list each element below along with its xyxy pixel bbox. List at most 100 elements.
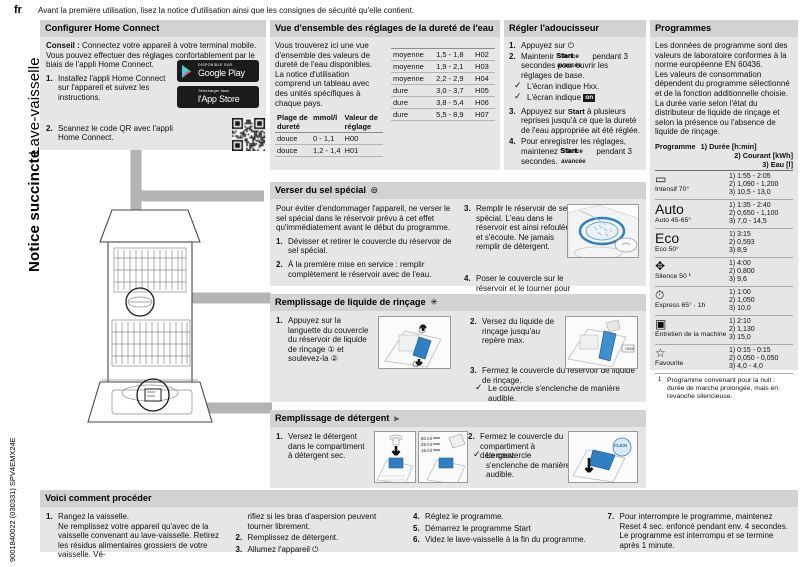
detergent-pour-illustration bbox=[374, 431, 416, 483]
hardness-cell-mmol: 2,2 - 2,9 bbox=[434, 72, 474, 85]
check-icon: ✓ bbox=[473, 449, 481, 459]
step-number: 2. bbox=[46, 123, 53, 133]
footnote-marker: 1 bbox=[658, 376, 662, 383]
list-item: ✓L'écran indique on bbox=[509, 91, 641, 103]
qr-code[interactable] bbox=[232, 118, 265, 151]
rinse-check-3: Le couvercle s'enclenche de manière audi… bbox=[488, 384, 620, 403]
salt-step-2: À la première mise en service : remplir … bbox=[288, 259, 432, 279]
detergent-title-bar: Remplissage de détergent ⫸ bbox=[270, 410, 646, 427]
step-number: 2. bbox=[276, 259, 283, 269]
programme-duration: 1) 1:35 - 2:40 bbox=[729, 201, 771, 209]
programme-power: 2) 1,130 bbox=[729, 325, 755, 333]
programme-water: 3) 15,0 bbox=[729, 333, 751, 341]
salt-reservoir-illustration bbox=[567, 204, 639, 258]
list-item: 1.Versez le détergent dans le compartime… bbox=[276, 432, 370, 461]
step-text: Pour interrompre le programme, maintenez… bbox=[619, 512, 788, 550]
procedure-list-2: rifiez si les bras d'aspersion peuvent t… bbox=[236, 512, 404, 554]
detergent-panel: Remplissage de détergent ⫸ 1.Versez le d… bbox=[270, 410, 646, 488]
programme-power: 2) 1,090 - 1,200 bbox=[729, 180, 779, 188]
detergent-step-2: Fermez le couvercle du compartiment à dé… bbox=[480, 432, 564, 461]
programme-duration: 1) 3:15 bbox=[729, 230, 751, 238]
hardness-cell-mmol: 5,5 - 8,9 bbox=[434, 108, 474, 121]
programme-water: 3) 9,6 bbox=[729, 275, 747, 283]
connector-to-salt bbox=[130, 150, 264, 202]
top-safety-notice: Avant la première utilisation, lisez la … bbox=[38, 4, 798, 17]
programme-water: 3) 7,0 - 14,5 bbox=[729, 217, 767, 225]
softener-step-1-text: Appuyez sur bbox=[521, 41, 568, 50]
footnote-text: Programme convenant pour la nuit : durée… bbox=[667, 376, 779, 400]
detergent-step-1-list: 1.Versez le détergent dans le compartime… bbox=[276, 432, 370, 461]
salt-icon: ⊜ bbox=[370, 185, 379, 195]
step-number: 1. bbox=[46, 73, 53, 83]
salt-reservoir-callout bbox=[125, 287, 155, 317]
favourite-icon: ☆ bbox=[655, 345, 666, 360]
detergent-dispenser-callout bbox=[136, 378, 170, 412]
step-number: 2. bbox=[468, 432, 475, 441]
list-item: ✓L'écran indique Hxx. bbox=[509, 81, 641, 92]
google-play-badge[interactable]: DISPONIBLE SUR Google Play bbox=[177, 60, 259, 82]
softener-step-3-text-a: Appuyez sur bbox=[521, 106, 568, 116]
max-label: max bbox=[625, 346, 634, 351]
programmes-intro: Les données de programme sont des valeur… bbox=[655, 41, 790, 137]
list-item: 6.Videz le lave-vaisselle à la fin du pr… bbox=[413, 535, 597, 545]
programme-power: 2) 0,593 bbox=[729, 238, 755, 246]
google-play-icon bbox=[182, 65, 191, 78]
programme-name: Express 65° · 1h bbox=[655, 301, 706, 309]
salt-steps-right: 3. Remplir le réservoir de sel spécial. L… bbox=[464, 204, 572, 303]
rinse-checks: ✓Le couvercle s'enclenche de manière aud… bbox=[470, 382, 638, 404]
programme-label-cell: ▣Entretien de la machine bbox=[655, 316, 729, 342]
step-number: 6. bbox=[413, 535, 420, 545]
app-store-badge[interactable]: Télécharger dans l'App Store bbox=[177, 86, 259, 108]
step-text: Allumez l'appareil ⏻ bbox=[247, 544, 319, 554]
list-item: 3. Appuyez sur Start à plusieurs reprise… bbox=[509, 107, 641, 136]
home-connect-panel: Configurer Home Connect Conseil : Connec… bbox=[40, 20, 266, 151]
hardness-cell-mmol: 1,5 - 1,8 bbox=[434, 48, 474, 61]
list-item: 5.Démarrez le programme Start bbox=[413, 524, 597, 534]
softener-checks: ✓L'écran indique Hxx. ✓L'écran indique o… bbox=[509, 81, 641, 103]
document-code-block: 9001840022 (030331) SPV4EMX24E bbox=[2, 404, 36, 564]
hardness-cell-range: dure bbox=[391, 96, 435, 109]
hardness-cell-setting: H03 bbox=[473, 60, 495, 73]
rinse-step-1: Appuyez sur la languette du couvercle du… bbox=[288, 316, 369, 364]
programme-label-cell: ✥Silence 50 ¹ bbox=[655, 258, 729, 284]
programme-power: 2) 0,800 bbox=[729, 267, 755, 275]
step-number: 2. bbox=[235, 533, 243, 543]
softener-steps-2: 3. Appuyez sur Start à plusieurs reprise… bbox=[509, 107, 641, 167]
home-connect-lead-label: Conseil : bbox=[46, 41, 80, 50]
rinse-aid-open-lid-illustration bbox=[378, 316, 451, 369]
step-number: 1. bbox=[46, 512, 53, 521]
programme-name: Eco 50° bbox=[655, 245, 679, 253]
google-play-badge-small: DISPONIBLE SUR bbox=[198, 63, 233, 67]
step-text: rifiez si les bras d'aspersion peuvent t… bbox=[247, 512, 377, 531]
machine-care-icon: ▣ bbox=[655, 316, 667, 331]
step-number: 3. bbox=[464, 204, 471, 213]
hardness-cell-setting: H01 bbox=[342, 144, 383, 158]
hardness-cell-setting: H07 bbox=[473, 108, 495, 121]
list-item: 4. Pour enregistrer les réglages, mainte… bbox=[509, 137, 641, 166]
step-number: 1. bbox=[509, 41, 516, 50]
app-store-badge-small: Télécharger dans bbox=[198, 89, 230, 93]
silence-icon: ✥ bbox=[655, 258, 666, 273]
dose-mark: 15 ml bbox=[421, 448, 432, 453]
hardness-cell-setting: H06 bbox=[473, 96, 495, 109]
water-hardness-title: Vue d'ensemble des réglages de la dureté… bbox=[270, 20, 500, 37]
list-item: 1.Rangez la vaisselle. Ne remplissez vot… bbox=[46, 512, 226, 560]
salt-step-3: Remplir le réservoir de sel spécial. L'e… bbox=[476, 204, 570, 252]
language-tag: fr bbox=[14, 4, 22, 16]
intensive-icon: ▭ bbox=[655, 171, 667, 186]
home-connect-title: Configurer Home Connect bbox=[40, 20, 266, 37]
home-connect-step-1: Installez l'appli Home Connect sur l'app… bbox=[58, 73, 166, 102]
softener-title: Régler l'adoucisseur bbox=[504, 20, 646, 37]
programmes-panel: Programmes Les données de programme sont… bbox=[650, 20, 798, 400]
dose-mark: 25 ml bbox=[421, 442, 432, 447]
